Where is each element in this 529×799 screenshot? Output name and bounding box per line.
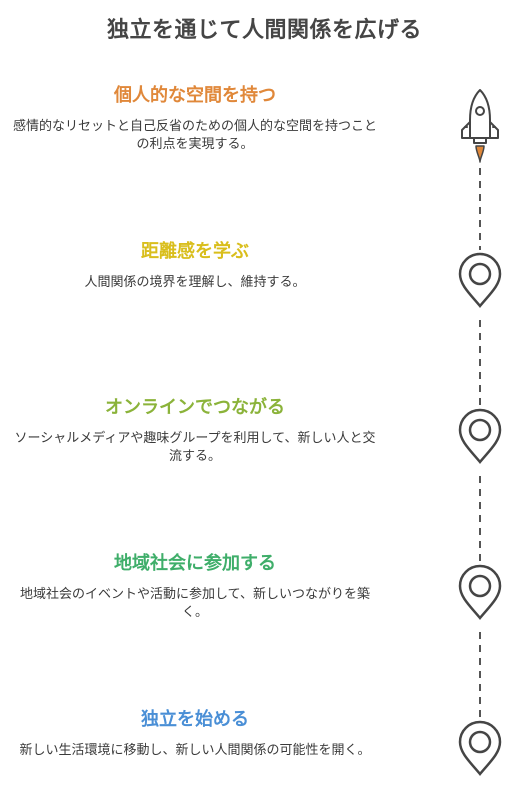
step-personal-space: 個人的な空間を持つ 感情的なリセットと自己反省のための個人的な空間を持つことの利… xyxy=(10,84,380,154)
step-title: オンラインでつながる xyxy=(105,397,285,418)
map-pin-icon-1 xyxy=(458,252,502,308)
step-description: 人間関係の境界を理解し、維持する。 xyxy=(84,275,306,290)
step-title: 独立を始める xyxy=(141,709,249,730)
step-description: 地域社会のイベントや活動に参加して、新しいつながりを築く。 xyxy=(20,587,370,620)
rocket-icon xyxy=(461,89,499,163)
step-join-community: 地域社会に参加する 地域社会のイベントや活動に参加して、新しいつながりを築く。 xyxy=(10,552,380,622)
map-pin-icon-4 xyxy=(458,720,502,776)
step-learn-distance: 距離感を学ぶ 人間関係の境界を理解し、維持する。 xyxy=(10,240,380,292)
step-title: 個人的な空間を持つ xyxy=(114,85,276,106)
page-title: 独立を通じて人間関係を広げる xyxy=(106,18,422,43)
step-description: ソーシャルメディアや趣味グループを利用して、新しい人と交流する。 xyxy=(14,431,376,464)
map-pin-icon-3 xyxy=(458,564,502,620)
step-title: 地域社会に参加する xyxy=(114,553,276,574)
step-start-independence: 独立を始める 新しい生活環境に移動し、新しい人間関係の可能性を開く。 xyxy=(10,708,380,760)
step-title: 距離感を学ぶ xyxy=(141,241,249,262)
step-description: 新しい生活環境に移動し、新しい人間関係の可能性を開く。 xyxy=(19,743,371,758)
step-connect-online: オンラインでつながる ソーシャルメディアや趣味グループを利用して、新しい人と交流… xyxy=(10,396,380,466)
map-pin-icon-2 xyxy=(458,408,502,464)
step-description: 感情的なリセットと自己反省のための個人的な空間を持つことの利点を実現する。 xyxy=(12,119,377,152)
